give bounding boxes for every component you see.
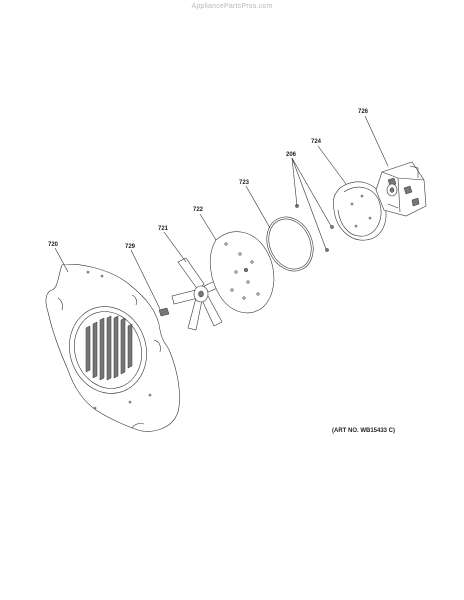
label-722: 722 [193, 207, 204, 213]
part-729-nut [158, 307, 170, 317]
leader-lines [54, 115, 389, 310]
art-number: (ART NO. WB15433 C) [332, 428, 395, 434]
part-720-back-panel [45, 264, 180, 432]
watermark: AppliancePartsPros.com [191, 3, 273, 10]
part-726-motor [375, 161, 427, 217]
label-206: 206 [286, 152, 297, 158]
part-724-mount-plate [332, 181, 387, 241]
label-729: 729 [125, 244, 136, 250]
part-723-gasket [266, 216, 314, 272]
label-723: 723 [239, 180, 250, 186]
label-726: 726 [358, 109, 369, 115]
part-720-grille-slots [85, 315, 133, 381]
part-labels: 720 729 721 722 723 206 724 726 [48, 109, 369, 250]
label-720: 720 [48, 242, 59, 248]
label-724: 724 [311, 139, 322, 145]
label-721: 721 [158, 226, 169, 232]
part-722-plate [209, 231, 275, 314]
